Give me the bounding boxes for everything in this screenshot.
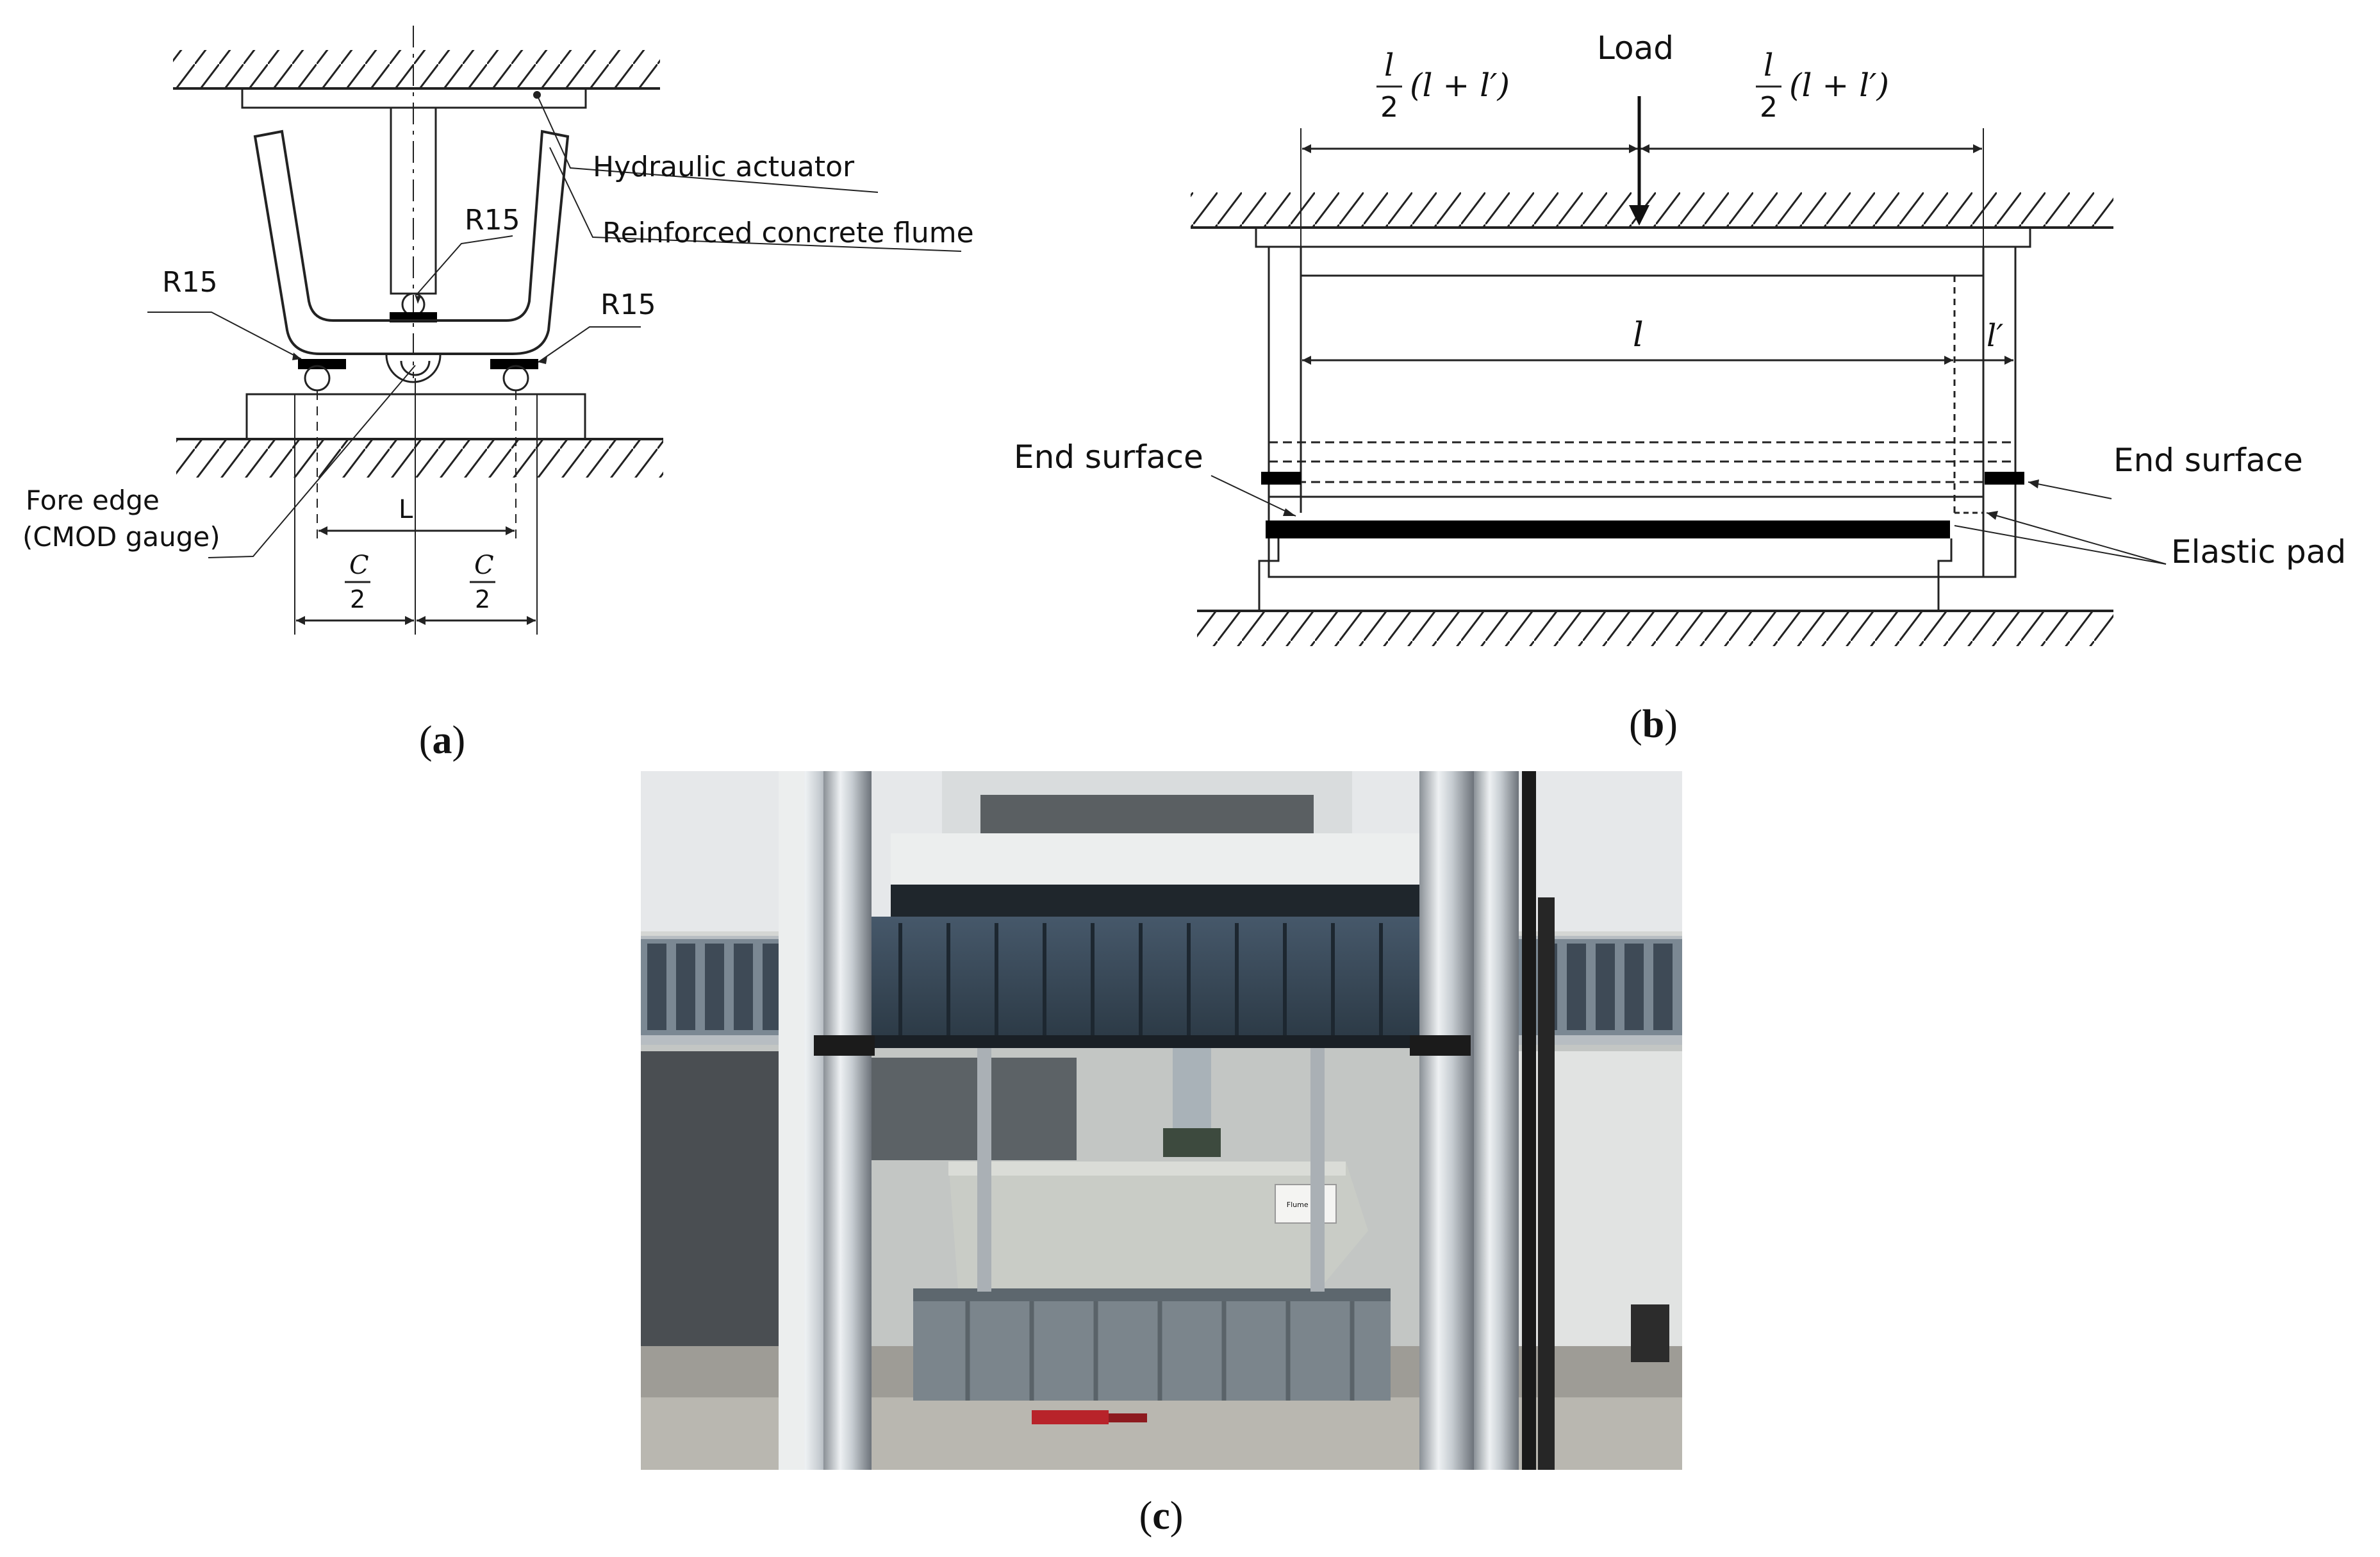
photo-steel-beam	[836, 917, 1487, 1038]
label-load: Load	[1597, 29, 1674, 67]
end-pad-right	[1985, 472, 2024, 485]
panel-b-leaders	[1211, 475, 2167, 565]
label-end-surface-left: End surface	[1014, 438, 1203, 476]
panel-b-arrowhead-pad	[1987, 511, 1998, 520]
panel-a-extension-lines	[294, 378, 538, 635]
panel-a-arrowhead-r15-left	[292, 353, 301, 360]
panel-a-arrowhead-r15-right	[538, 356, 547, 364]
photo-sheet-label	[1275, 1184, 1337, 1224]
label-elastic-pad: Elastic pad	[2171, 533, 2346, 570]
panel-b-arrowhead-end-right	[2028, 479, 2039, 488]
svg-text:2: 2	[350, 585, 365, 613]
svg-text:(l + l′): (l + l′)	[1410, 67, 1510, 104]
label-fore-edge: Fore edge	[26, 485, 160, 516]
photo-column-2	[823, 771, 872, 1470]
panel-a-top-ground	[173, 50, 660, 90]
label-span-L: L	[399, 495, 413, 524]
svg-text:C: C	[349, 551, 369, 580]
panel-a-leaders	[147, 91, 962, 558]
panel-a-arrowhead-r15-top	[415, 296, 421, 304]
photo-support-beam	[913, 1288, 1391, 1401]
label-dim-left: l 2 (l + l′)	[1376, 47, 1510, 124]
svg-text:C: C	[474, 551, 494, 580]
photo-flume-specimen	[948, 1162, 1368, 1288]
photo-column-3	[1419, 771, 1474, 1470]
label-hydraulic-actuator: Hydraulic actuator	[593, 151, 855, 183]
panel-b-bottom-ground	[1197, 610, 2113, 646]
caption-a: (a)	[419, 719, 465, 762]
label-end-surface-right: End surface	[2113, 442, 2303, 479]
caption-c: (c)	[1139, 1494, 1184, 1538]
panel-c-photo: Flume test	[641, 771, 1682, 1538]
end-pad-left	[1261, 472, 1301, 485]
svg-text:2: 2	[475, 585, 490, 613]
reinforced-concrete-flume-section	[253, 129, 570, 355]
label-span-l: l	[1633, 316, 1644, 354]
label-cmod-gauge: (CMOD gauge)	[22, 521, 220, 553]
panel-b-base-block	[1258, 538, 1953, 612]
panel-b-top-ground	[1191, 192, 2113, 229]
panel-a-bottom-ground	[176, 438, 663, 478]
svg-text:l: l	[1384, 47, 1394, 83]
panel-b-arrowhead-end-left	[1283, 508, 1296, 516]
svg-text:(l + l′): (l + l′)	[1789, 67, 1889, 104]
label-reinforced-concrete-flume: Reinforced concrete flume	[602, 217, 974, 249]
elastic-pad	[1266, 520, 1950, 538]
svg-text:l: l	[1764, 47, 1773, 83]
panel-b-top-dimensions	[1300, 128, 1984, 256]
label-r15-left: R15	[162, 266, 218, 299]
svg-text:2: 2	[1380, 91, 1398, 124]
panel-b-diagram: Load l 2 (l + l′) l 2 (l + l′)	[1014, 29, 2346, 746]
label-half-c-right: C 2	[470, 551, 495, 613]
flume-specimen-side-view	[1268, 246, 2017, 578]
label-span-l-prime: l′	[1987, 318, 2003, 354]
panel-b-top-plate	[1255, 226, 2031, 248]
label-half-c-left: C 2	[345, 551, 370, 613]
svg-text:2: 2	[1760, 91, 1778, 124]
panel-a-supports	[298, 354, 538, 392]
label-r15-top: R15	[465, 204, 520, 237]
load-arrowhead	[1629, 205, 1649, 226]
label-r15-right: R15	[600, 288, 656, 321]
label-dim-right: l 2 (l + l′)	[1756, 47, 1889, 124]
caption-b: (b)	[1629, 703, 1678, 746]
panel-a-diagram: L C 2 C 2 Hydraulic actuator Reinfo	[22, 26, 974, 762]
photo-column-4	[1474, 771, 1519, 1470]
